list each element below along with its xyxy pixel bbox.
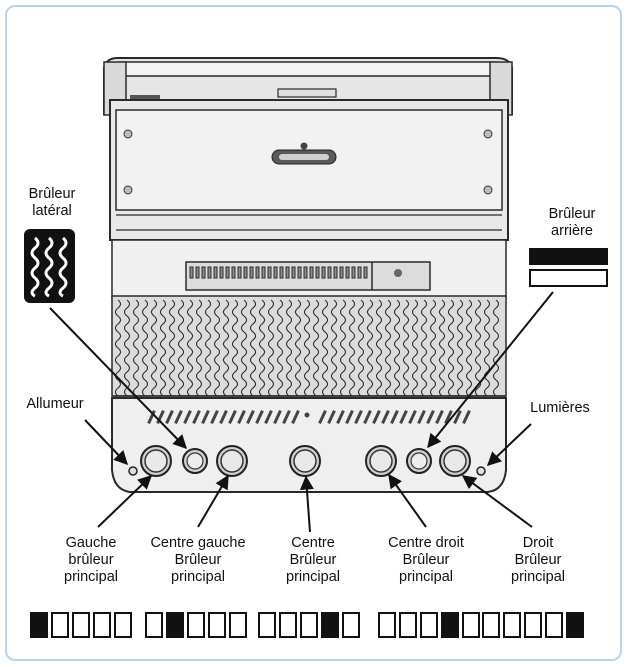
arrow-right-main: [461, 475, 533, 528]
indicator-box: [229, 612, 247, 638]
knob-center-right[interactable]: [365, 445, 397, 477]
indicator-box: [166, 612, 184, 638]
indicator-box: [321, 612, 339, 638]
rear-panel: [111, 239, 507, 299]
label-igniter: Allumeur: [26, 396, 84, 412]
label-lights: Lumières: [530, 400, 590, 416]
knob-left[interactable]: [140, 445, 172, 477]
indicator-box: [503, 612, 521, 638]
knob-right[interactable]: [439, 445, 471, 477]
arrow-lights: [486, 423, 532, 466]
label-center-main: Centre Brûleur principal: [286, 535, 340, 585]
arrow-center-right: [388, 473, 427, 528]
indicator-box: [342, 612, 360, 638]
knob-side-burner[interactable]: [182, 448, 208, 474]
indicator-box: [545, 612, 563, 638]
control-panel: [111, 397, 507, 493]
indicator-box: [30, 612, 48, 638]
knob-rear-burner[interactable]: [406, 448, 432, 474]
indicator-box: [441, 612, 459, 638]
indicator-box: [93, 612, 111, 638]
rear-burner-bars-icon: [529, 248, 608, 287]
label-rear-burner: Brûleur arrière: [548, 206, 596, 239]
indicator-box: [524, 612, 542, 638]
light-button-icon[interactable]: [476, 466, 486, 476]
indicator-box: [378, 612, 396, 638]
arrow-left-main: [97, 475, 153, 528]
indicator-box: [51, 612, 69, 638]
cooking-grates: [111, 295, 507, 397]
indicator-box: [300, 612, 318, 638]
indicator-box: [72, 612, 90, 638]
indicator-box: [566, 612, 584, 638]
indicator-box: [420, 612, 438, 638]
label-center-left-main: Centre gauche Brûleur principal: [150, 535, 246, 585]
indicator-box: [114, 612, 132, 638]
knob-center[interactable]: [289, 445, 321, 477]
indicator-box: [399, 612, 417, 638]
igniter-button-icon[interactable]: [128, 466, 138, 476]
arrow-center: [299, 475, 314, 533]
arrow-center-left: [197, 474, 229, 528]
diagram-frame: [5, 5, 622, 661]
indicator-box: [462, 612, 480, 638]
indicator-box: [208, 612, 226, 638]
flame-wave-icon: [24, 229, 75, 303]
indicator-box: [279, 612, 297, 638]
arrow-side-burner: [49, 307, 187, 450]
indicator-box: [187, 612, 205, 638]
arrow-rear-burner: [427, 291, 554, 449]
arrow-igniter: [84, 419, 128, 466]
indicator-box: [145, 612, 163, 638]
label-left-main: Gauche brûleur principal: [64, 535, 118, 585]
label-side-burner: Brûleur latéral: [28, 186, 76, 219]
grill-lid: [109, 99, 509, 241]
indicator-box: [482, 612, 500, 638]
callout-arrows: [49, 291, 554, 533]
label-center-right-main: Centre droit Brûleur principal: [388, 535, 464, 585]
label-right-main: Droit Brûleur principal: [511, 535, 565, 585]
knob-center-left[interactable]: [216, 445, 248, 477]
indicator-box: [258, 612, 276, 638]
